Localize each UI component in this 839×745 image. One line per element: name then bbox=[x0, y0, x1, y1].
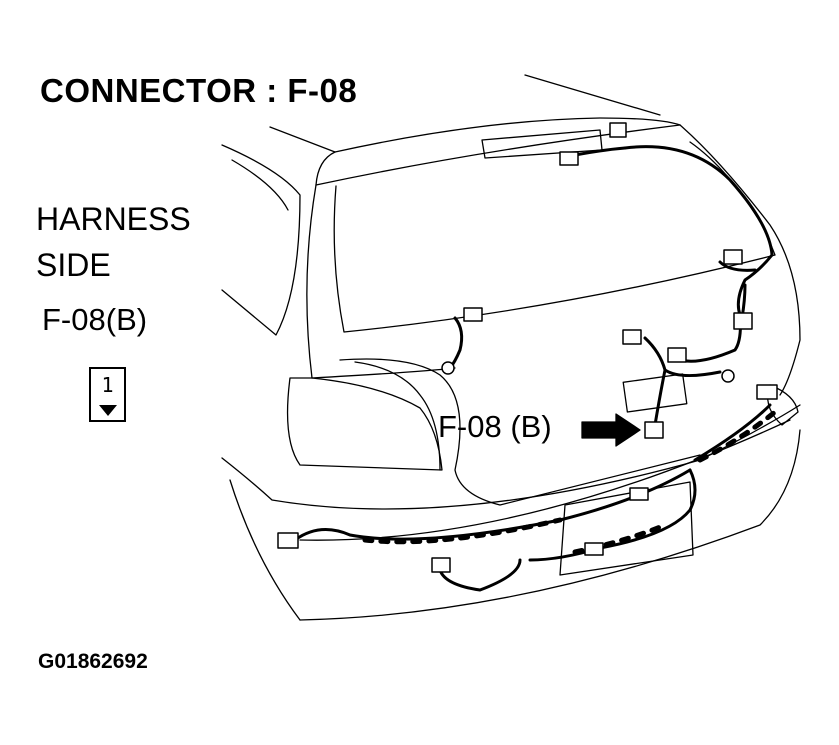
pin-number: 1 bbox=[101, 373, 114, 397]
pin-key-triangle-icon bbox=[99, 405, 117, 416]
harness-side-label: HARNESS SIDE bbox=[36, 196, 191, 288]
callout-arrow-icon bbox=[581, 413, 641, 447]
vehicle-body-outline bbox=[221, 74, 801, 621]
diagram-title: CONNECTOR : F-08 bbox=[40, 72, 358, 109]
wiring-harness bbox=[293, 145, 774, 592]
connector-pin-diagram: 1 bbox=[89, 367, 126, 422]
connectors bbox=[277, 122, 778, 573]
harness-label-line1: HARNESS bbox=[36, 201, 191, 237]
figure-id: G01862692 bbox=[38, 650, 148, 673]
connector-callout-label: F-08 (B) bbox=[438, 409, 552, 444]
connector-id-label: F-08(B) bbox=[42, 302, 148, 337]
harness-clips bbox=[362, 409, 778, 555]
connector-f08b bbox=[644, 421, 664, 439]
harness-label-line2: SIDE bbox=[36, 247, 111, 283]
